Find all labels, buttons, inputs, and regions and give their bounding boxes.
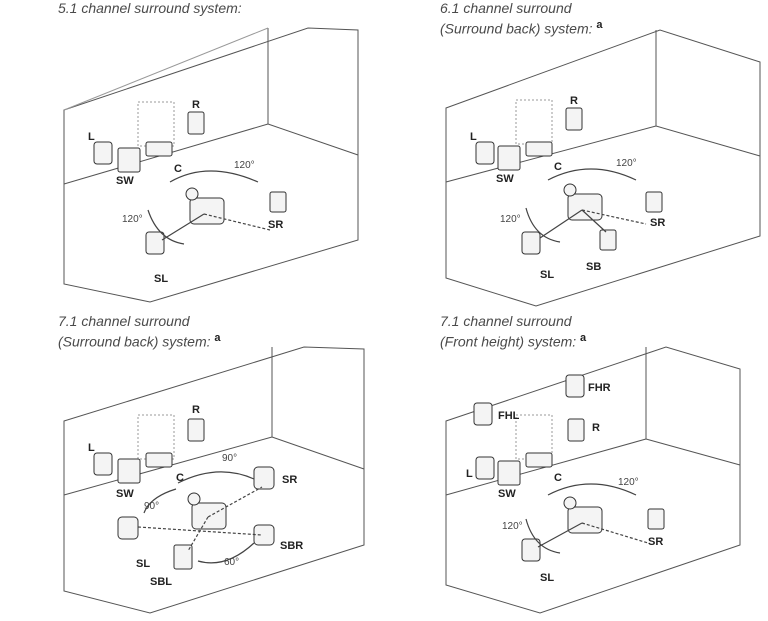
- listener-head-icon: [563, 183, 577, 197]
- listener-head-icon: [563, 496, 577, 510]
- footnote-marker: a: [214, 332, 221, 344]
- speaker-c-icon: [525, 452, 553, 468]
- speaker-sl-icon: [521, 231, 541, 255]
- speaker-sbl-icon: [173, 544, 193, 570]
- label-fhl: FHL: [498, 410, 520, 422]
- speaker-sr-icon: [253, 466, 275, 490]
- speaker-c-icon: [145, 141, 173, 157]
- label-c: C: [554, 472, 562, 484]
- speaker-sw-icon: [497, 145, 521, 171]
- label-l: L: [88, 442, 95, 454]
- angle-label: 120°: [618, 477, 639, 488]
- room-diagram-7-1-front-height: FHL FHR L SW C R SR SL 120° 120°: [445, 346, 741, 614]
- speaker-sr-icon: [645, 191, 663, 213]
- label-sl: SL: [154, 273, 168, 285]
- speaker-fhr-icon: [565, 374, 585, 398]
- label-l: L: [470, 131, 477, 143]
- footnote-marker: a: [596, 19, 603, 31]
- label-c: C: [174, 163, 182, 175]
- caption-line-1: 5.1 channel surround system:: [58, 0, 242, 16]
- panel-7-1-surround-back: 7.1 channel surround (Surround back) sys…: [58, 313, 442, 621]
- room-diagram-6-1: L SW C R SR SL SB 120° 120°: [445, 29, 761, 307]
- speaker-sl-icon: [521, 538, 541, 562]
- room-diagram-5-1: L SW C R SR SL 120° 120°: [63, 27, 359, 303]
- caption-line-2: (Surround back) system:: [440, 20, 593, 37]
- angle-label: 90°: [222, 453, 237, 464]
- speaker-sl-icon: [117, 516, 139, 540]
- label-fhr: FHR: [588, 382, 611, 394]
- label-r: R: [570, 95, 578, 107]
- panel-6-1: 6.1 channel surround (Surround back) sys…: [440, 0, 768, 308]
- speaker-sl-icon: [145, 231, 165, 255]
- label-sl: SL: [540, 572, 554, 584]
- listener-chair-icon: [567, 506, 603, 534]
- speaker-sw-icon: [497, 460, 521, 486]
- label-r: R: [592, 422, 600, 434]
- label-sl: SL: [136, 558, 150, 570]
- speaker-c-icon: [145, 452, 173, 468]
- caption-line-2: (Front height) system:: [440, 333, 577, 350]
- speaker-sw-icon: [117, 147, 141, 173]
- panel-caption: 7.1 channel surround (Surround back) sys…: [58, 313, 221, 351]
- label-l: L: [466, 468, 473, 480]
- label-c: C: [176, 472, 184, 484]
- panel-5-1: 5.1 channel surround system:: [58, 0, 442, 308]
- listener-head-icon: [187, 492, 201, 506]
- footnote-marker: a: [580, 332, 587, 344]
- speaker-sbr-icon: [253, 524, 275, 546]
- caption-line-1: 6.1 channel surround: [440, 0, 572, 16]
- speaker-r-icon: [187, 418, 205, 442]
- angle-label: 60°: [224, 557, 239, 568]
- panel-caption: 5.1 channel surround system:: [58, 0, 242, 17]
- label-sl: SL: [540, 269, 554, 281]
- angle-label: 120°: [234, 160, 255, 171]
- angle-label: 120°: [500, 214, 521, 225]
- label-sr: SR: [648, 536, 663, 548]
- speaker-sr-icon: [269, 191, 287, 213]
- label-r: R: [192, 404, 200, 416]
- angle-label: 120°: [502, 521, 523, 532]
- caption-line-2: (Surround back) system:: [58, 333, 211, 350]
- label-sw: SW: [116, 488, 134, 500]
- angle-label: 90°: [144, 501, 159, 512]
- label-sr: SR: [650, 217, 665, 229]
- caption-line-1: 7.1 channel surround: [58, 313, 190, 329]
- speaker-c-icon: [525, 141, 553, 157]
- caption-line-1: 7.1 channel surround: [440, 313, 572, 329]
- speaker-l-icon: [475, 141, 495, 165]
- speaker-sb-icon: [599, 229, 617, 251]
- speaker-r-icon: [187, 111, 205, 135]
- speaker-sw-icon: [117, 458, 141, 484]
- speaker-r-icon: [567, 418, 585, 442]
- listener-head-icon: [185, 187, 199, 201]
- label-l: L: [88, 131, 95, 143]
- speaker-l-icon: [475, 456, 495, 480]
- panel-caption: 7.1 channel surround (Front height) syst…: [440, 313, 586, 351]
- label-sw: SW: [498, 488, 516, 500]
- speaker-sr-icon: [647, 508, 665, 530]
- room-diagram-7-1-surround-back: L SW C R SR SL SBL SBR 90° 90° 60°: [63, 346, 365, 614]
- label-sw: SW: [496, 173, 514, 185]
- angle-label: 120°: [122, 214, 143, 225]
- label-c: C: [554, 161, 562, 173]
- label-sbl: SBL: [150, 576, 172, 588]
- label-sw: SW: [116, 175, 134, 187]
- label-sb: SB: [586, 261, 601, 273]
- panel-7-1-front-height: 7.1 channel surround (Front height) syst…: [440, 313, 768, 621]
- label-sr: SR: [268, 219, 283, 231]
- speaker-r-icon: [565, 107, 583, 131]
- panel-caption: 6.1 channel surround (Surround back) sys…: [440, 0, 603, 38]
- speaker-l-icon: [93, 452, 113, 476]
- angle-label: 120°: [616, 158, 637, 169]
- label-sbr: SBR: [280, 540, 303, 552]
- speaker-l-icon: [93, 141, 113, 165]
- label-r: R: [192, 99, 200, 111]
- label-sr: SR: [282, 474, 297, 486]
- speaker-fhl-icon: [473, 402, 493, 426]
